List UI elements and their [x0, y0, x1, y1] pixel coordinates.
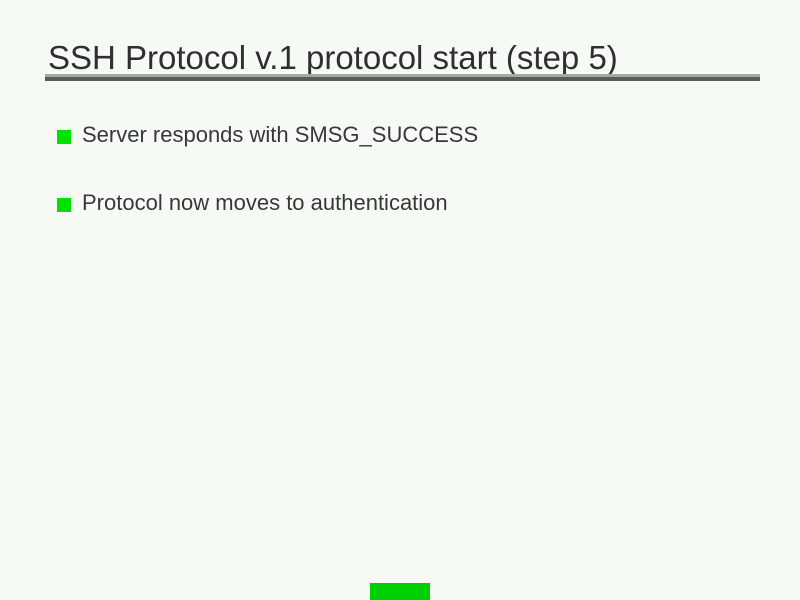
bullet-item: Server responds with SMSG_SUCCESS	[57, 120, 478, 150]
slide-progress-bar	[370, 583, 430, 600]
slide-title: SSH Protocol v.1 protocol start (step 5)	[48, 39, 618, 76]
bullet-square-icon	[57, 130, 71, 144]
bullet-item: Protocol now moves to authentication	[57, 188, 448, 218]
title-underline-rule	[45, 74, 760, 81]
bullet-square-icon	[57, 198, 71, 212]
bullet-text: Protocol now moves to authentication	[82, 190, 448, 215]
bullet-text: Server responds with SMSG_SUCCESS	[82, 122, 479, 147]
